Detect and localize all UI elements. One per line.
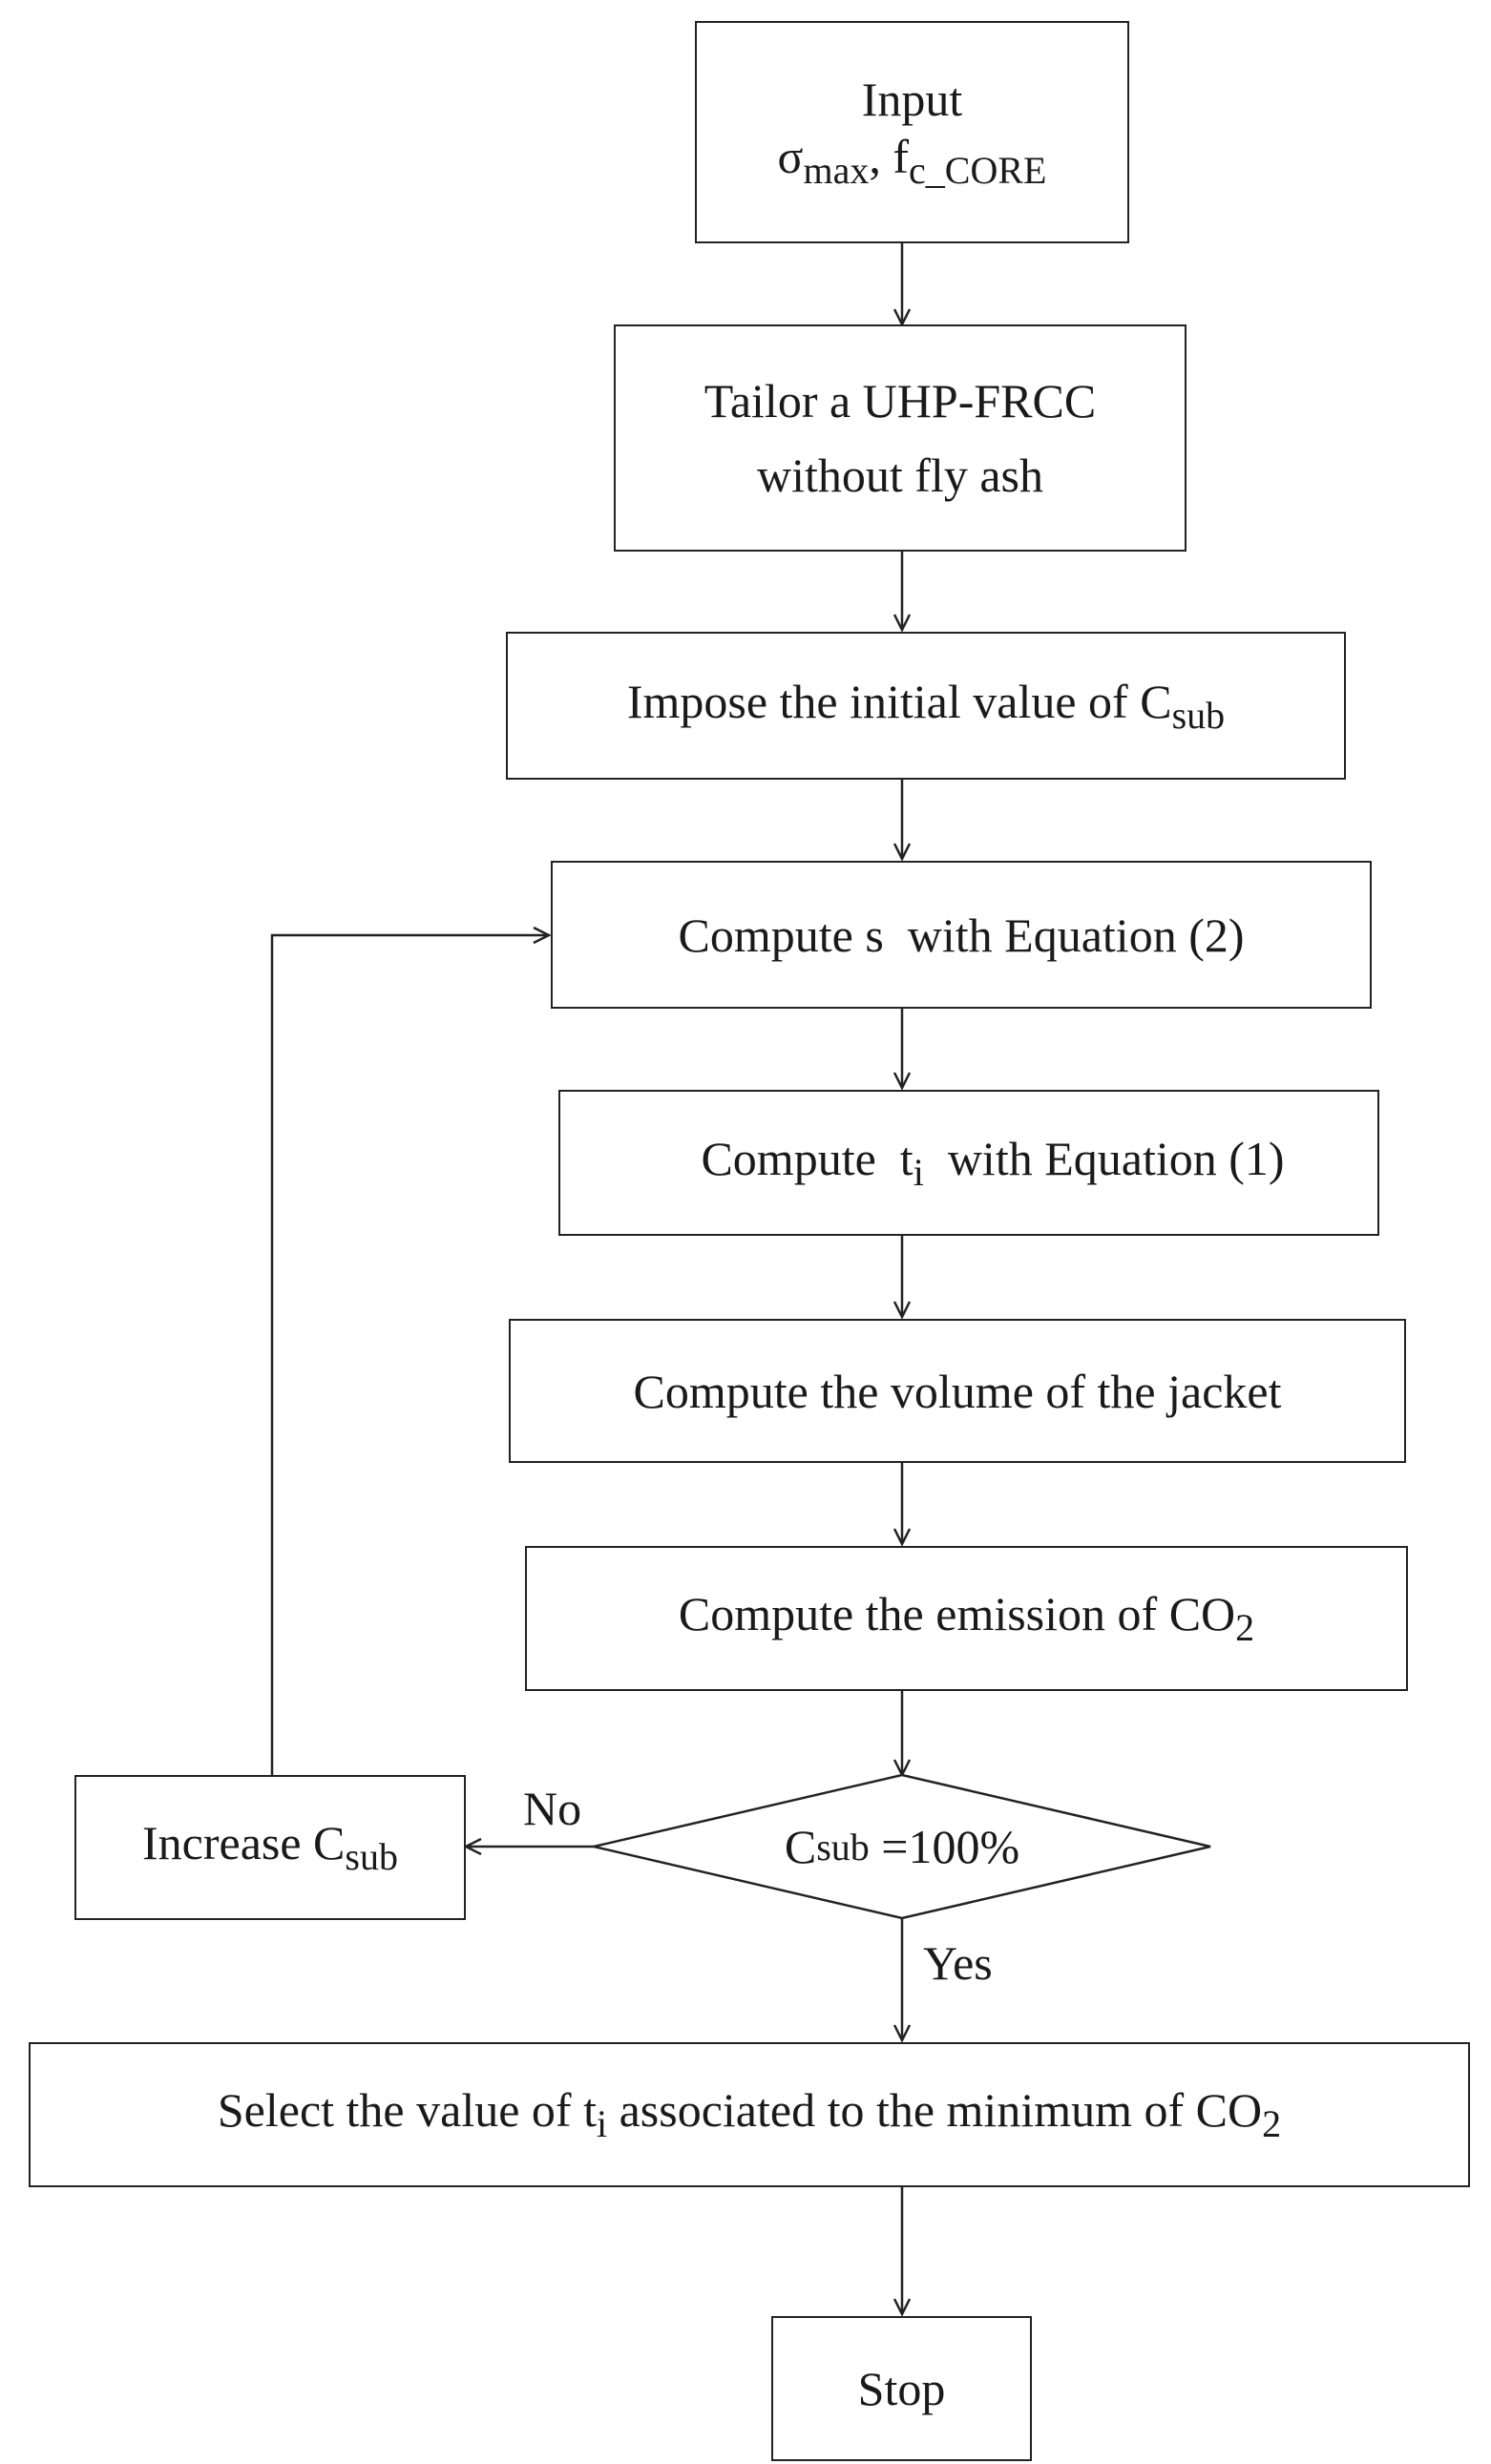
- compute-volume-text: Compute the volume of the jacket: [633, 1364, 1282, 1418]
- tailor-line2: without fly ash: [757, 449, 1043, 502]
- input-parameters: σmax, fc_CORE: [777, 129, 1047, 193]
- tailor-line1: Tailor a UHP-FRCC: [704, 374, 1097, 428]
- compute-emission-box: Compute the emission of CO2: [525, 1546, 1408, 1691]
- yes-label: Yes: [923, 1936, 993, 1990]
- loop-increase-to-compute-s: [270, 935, 549, 1775]
- decision-diamond: [593, 1773, 1211, 1920]
- increase-box: Increase Csub: [74, 1775, 466, 1920]
- compute-t-text: Compute ti with Equation (1): [701, 1131, 1285, 1195]
- input-box: Input σmax, fc_CORE: [695, 21, 1129, 243]
- compute-volume-box: Compute the volume of the jacket: [509, 1319, 1406, 1463]
- compute-s-box: Compute s with Equation (2): [551, 861, 1372, 1009]
- compute-emission-text: Compute the emission of CO2: [678, 1587, 1255, 1650]
- impose-text: Impose the initial value of Csub: [626, 674, 1226, 738]
- no-label: No: [523, 1782, 582, 1835]
- compute-s-text: Compute s with Equation (2): [678, 908, 1245, 962]
- input-label: Input: [861, 72, 963, 126]
- compute-t-box: Compute ti with Equation (1): [558, 1090, 1379, 1236]
- select-box: Select the value of ti associated to the…: [29, 2042, 1470, 2187]
- select-text: Select the value of ti associated to the…: [217, 2083, 1282, 2146]
- increase-text: Increase Csub: [142, 1816, 398, 1879]
- stop-box: Stop: [771, 2316, 1032, 2461]
- stop-text: Stop: [857, 2362, 946, 2415]
- tailor-box: Tailor a UHP-FRCC without fly ash: [614, 324, 1186, 552]
- impose-box: Impose the initial value of Csub: [506, 632, 1346, 780]
